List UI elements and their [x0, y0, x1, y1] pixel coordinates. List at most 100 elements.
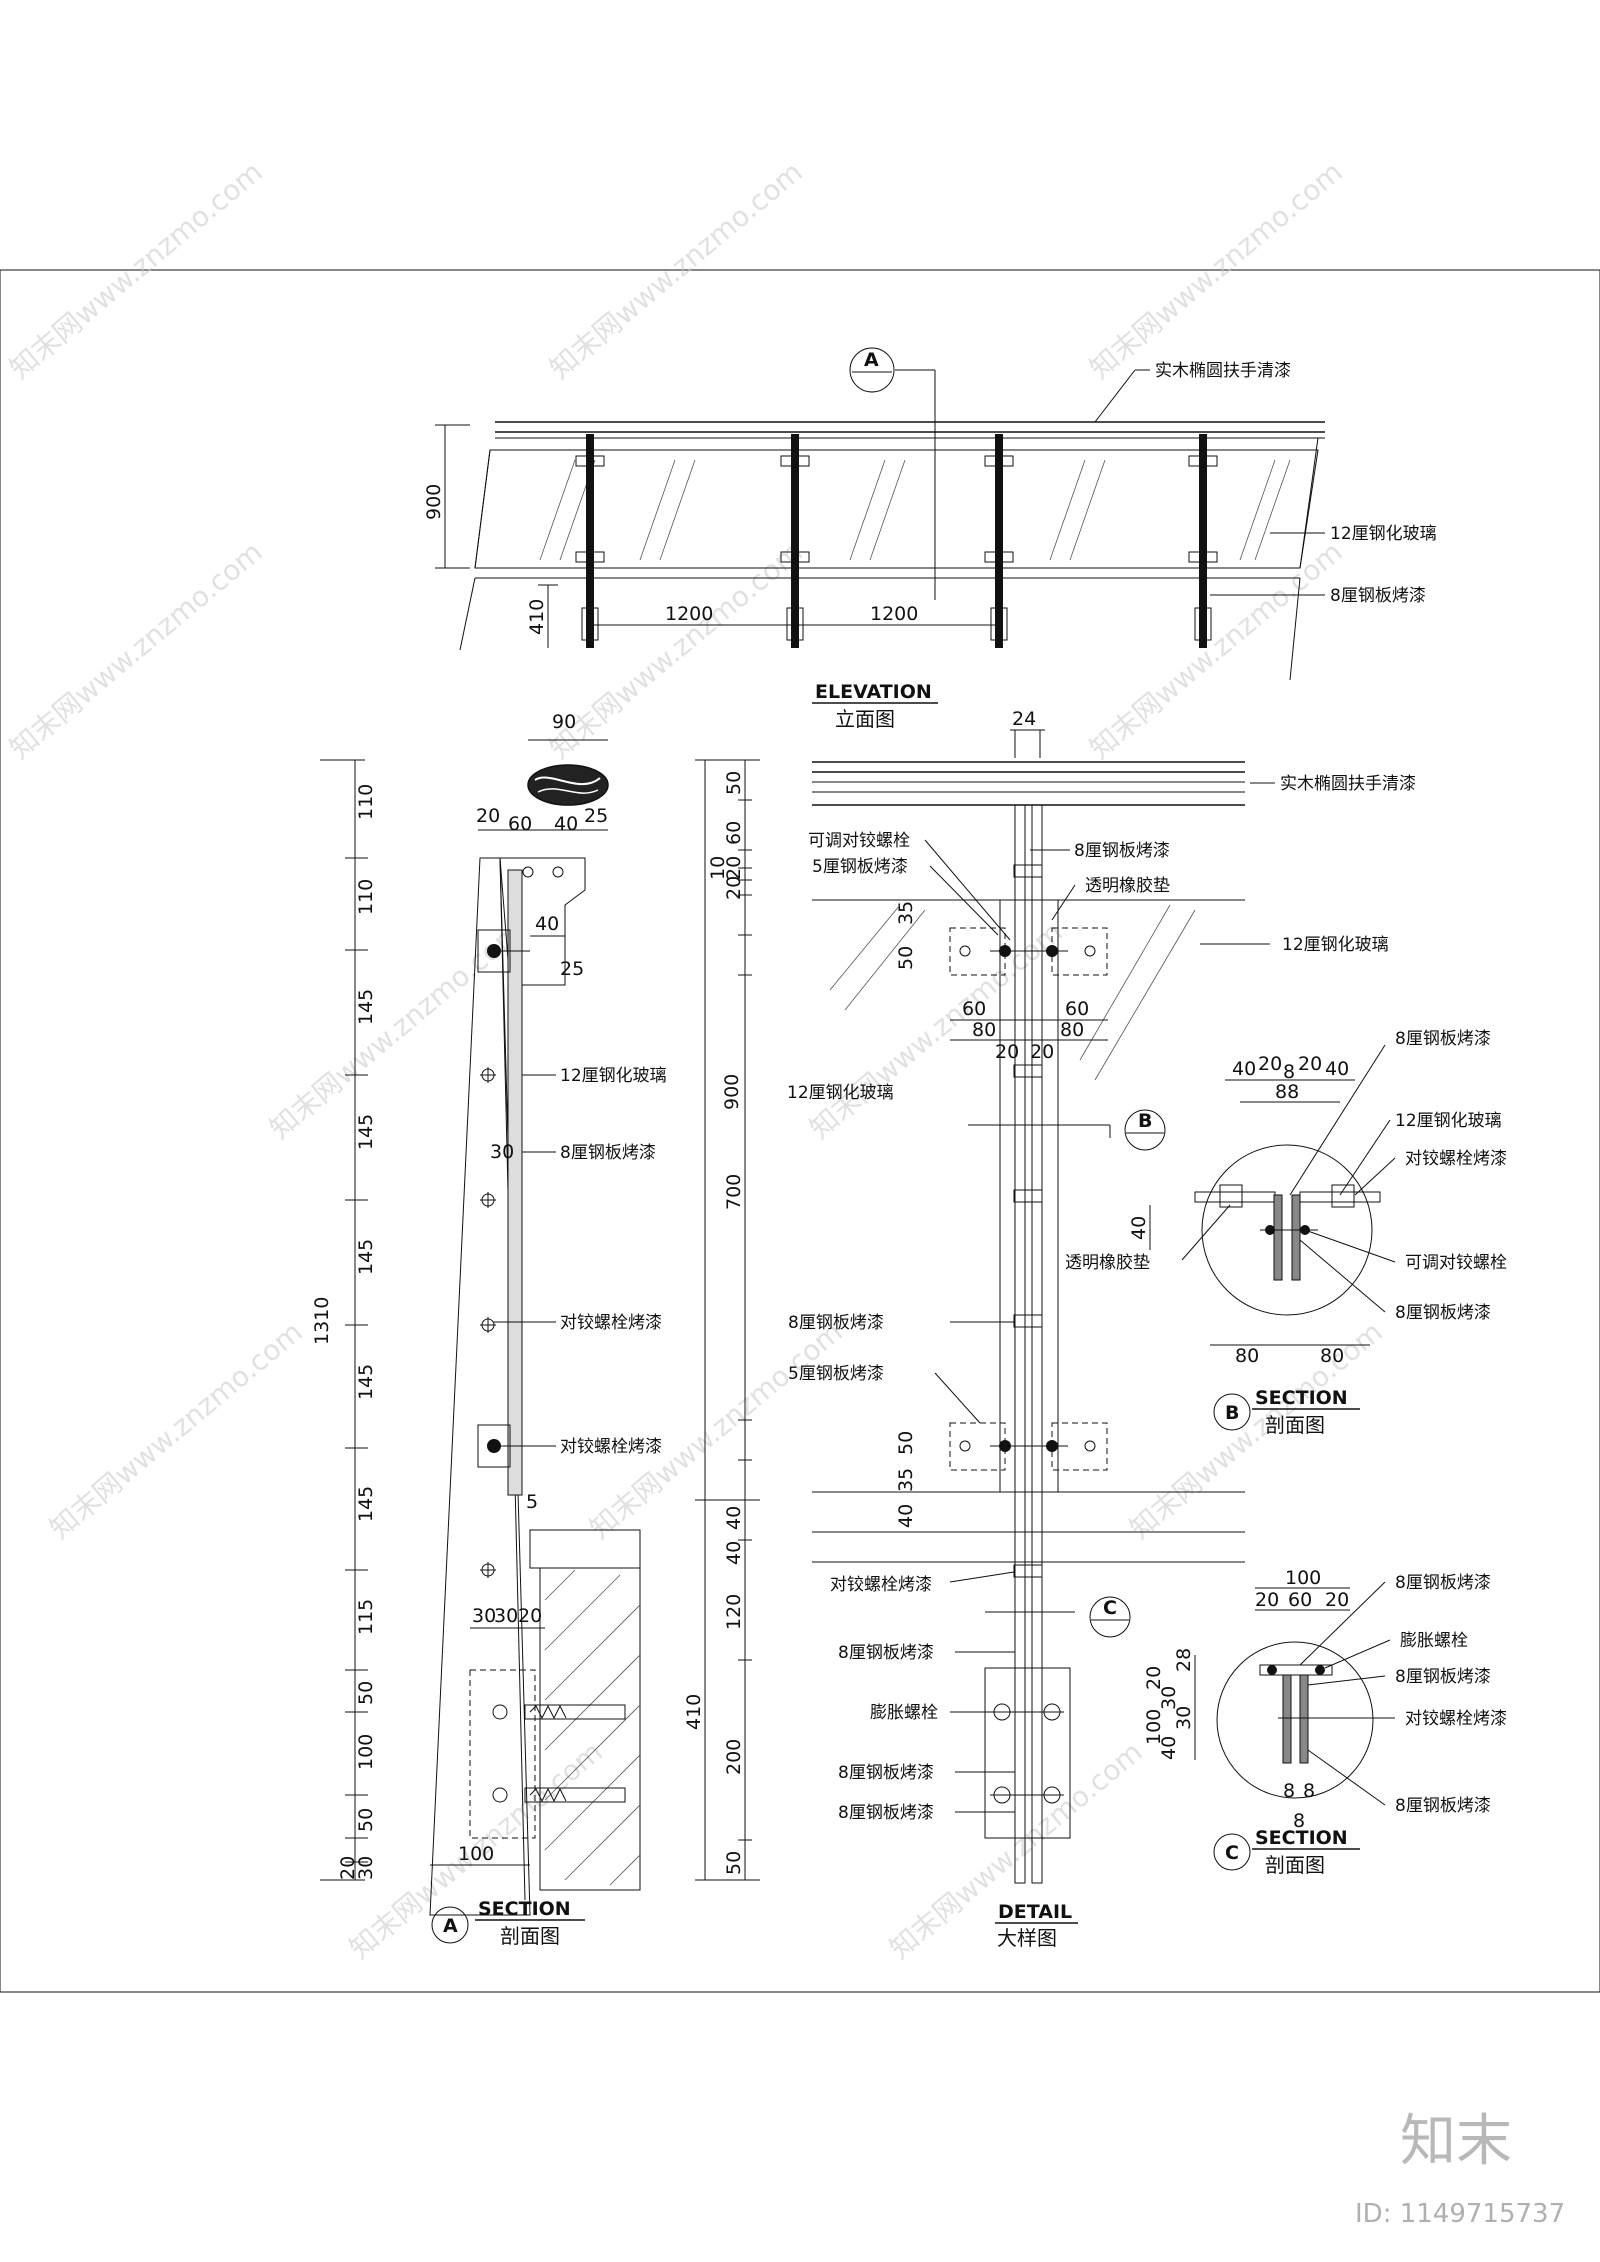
dim-upper: 40: [895, 1504, 917, 1528]
label-glass-left: 12厘钢化玻璃: [787, 1083, 894, 1103]
dim-c-left: 30: [1158, 1686, 1180, 1710]
dim-c-left: 28: [1173, 1648, 1195, 1672]
elevation-title-en: ELEVATION: [815, 681, 932, 703]
elevation-title-zh: 立面图: [835, 707, 895, 731]
label-b-adj-bolt: 可调对铰螺栓: [1405, 1253, 1507, 1273]
dim-upper: 50: [895, 946, 917, 970]
section-a-marker: [431, 1906, 469, 1944]
section-c-marker-letter: C: [1225, 1842, 1239, 1864]
label-expansion: 膨胀螺栓: [870, 1703, 938, 1723]
dim-upper: 40: [723, 1506, 745, 1530]
post: [780, 434, 810, 648]
dim-vertical: 145: [355, 989, 377, 1025]
dim-100: 100: [458, 1843, 494, 1865]
dim-c-top-row: 20: [1325, 1589, 1349, 1611]
section-b-marker-letter: B: [1225, 1402, 1239, 1424]
dim-vertical: 110: [355, 784, 377, 820]
section-c-circle: [1216, 1641, 1374, 1799]
marker-b-letter: B: [1138, 1110, 1152, 1132]
dim-b-top: 20: [1298, 1053, 1322, 1075]
dim-c-left: 20: [1143, 1666, 1165, 1690]
dim-upper: 40: [723, 1541, 745, 1565]
watermark-text: 知末网www.znzmo.com: [583, 1315, 848, 1545]
label-steel: 8厘钢板烤漆: [1330, 586, 1426, 606]
label-b-bolt: 对铰螺栓烤漆: [1405, 1149, 1507, 1169]
label-steel5-top: 5厘钢板烤漆: [812, 857, 908, 877]
dim-upper: 60: [723, 821, 745, 845]
section-a-title-zh: 剖面图: [500, 1924, 560, 1948]
dim-lower: 200: [723, 1739, 745, 1775]
dim-c-bottom: 8: [1303, 1780, 1315, 1802]
dim-24: 24: [1012, 708, 1036, 730]
dim-b-top: 40: [1232, 1058, 1256, 1080]
dim-vertical: 145: [355, 1364, 377, 1400]
label-c-bolt: 对铰螺栓烤漆: [1405, 1709, 1507, 1729]
image-id: ID: 1149715737: [1355, 2199, 1565, 2229]
dim-vertical: 20: [337, 1856, 359, 1880]
dim-b-bottom: 80: [1320, 1345, 1344, 1367]
label-rubber: 透明橡胶垫: [1085, 876, 1170, 896]
label-c-expansion: 膨胀螺栓: [1400, 1631, 1468, 1651]
dim-lower: 120: [723, 1594, 745, 1630]
label-handrail: 实木椭圆扶手清漆: [1155, 361, 1291, 381]
section-b-view: 40 20 8 20 40 88 40 80 80 8厘钢板烤漆 12厘钢化玻璃…: [1065, 1029, 1507, 1437]
post: [984, 434, 1014, 648]
dim-1200-b: 1200: [870, 603, 918, 625]
dim-top-row: 40: [554, 813, 578, 835]
dim-upper: 20: [723, 876, 745, 900]
section-c-marker: [1213, 1833, 1251, 1871]
label-handrail: 实木椭圆扶手清漆: [1280, 774, 1416, 794]
dim-b-top: 8: [1283, 1061, 1295, 1083]
dim-upper: 50: [895, 1431, 917, 1455]
section-b-circle: [1201, 1144, 1373, 1316]
dim-vertical: 30: [355, 1856, 377, 1880]
dim-vertical: 145: [355, 1114, 377, 1150]
watermark-text: 知末网www.znzmo.com: [803, 915, 1068, 1145]
dim-top-row: 20: [476, 805, 500, 827]
dim-c-left: 100: [1143, 1709, 1165, 1745]
post: [1188, 434, 1218, 648]
dim-clamp: 60: [962, 998, 986, 1020]
label-bolt-2: 对铰螺栓烤漆: [560, 1437, 662, 1457]
dim-vertical: 115: [355, 1599, 377, 1635]
base-plate: [984, 1667, 1071, 1839]
label-c-steel-3: 8厘钢板烤漆: [1395, 1796, 1491, 1816]
callout-letter: A: [864, 349, 879, 371]
branding: 知末 ID: 1149715737: [1355, 2109, 1565, 2229]
label-steel-b1: 8厘钢板烤漆: [838, 1763, 934, 1783]
brand-logo: 知末: [1400, 2109, 1512, 2174]
dim-c-top-row: 20: [1255, 1589, 1279, 1611]
section-c-view: 100 20 60 20 20 28 30 30 100 40 8 8 8 8厘…: [1143, 1567, 1507, 1877]
sheet-border: [0, 269, 1600, 1993]
detail-title-zh: 大样图: [997, 1926, 1057, 1950]
watermark-text: 知末网www.znzmo.com: [1083, 535, 1348, 765]
dim-upper: 50: [723, 771, 745, 795]
dim-b-40: 40: [1128, 1216, 1150, 1240]
dim-c-left: 40: [1158, 1736, 1180, 1760]
dim-1200-a: 1200: [665, 603, 713, 625]
section-a-view: 1310 110 110 145 145 145 145 145 115 50 …: [311, 711, 667, 1948]
label-bolt-1: 对铰螺栓烤漆: [560, 1313, 662, 1333]
section-c-title-zh: 剖面图: [1265, 1853, 1325, 1877]
label-steel: 8厘钢板烤漆: [560, 1143, 656, 1163]
label-c-steel-1: 8厘钢板烤漆: [1395, 1573, 1491, 1593]
concrete-base: [539, 1567, 641, 1891]
label-adj-bolt: 可调对铰螺栓: [808, 831, 910, 851]
section-b-title-zh: 剖面图: [1265, 1413, 1325, 1437]
dim-vertical: 50: [355, 1808, 377, 1832]
dim-5: 5: [526, 1491, 538, 1513]
section-b-marker: [1213, 1393, 1251, 1431]
section-a-marker-letter: A: [443, 1915, 458, 1937]
watermark-text: 知末网www.znzmo.com: [543, 535, 808, 765]
marker-c-letter: C: [1103, 1597, 1117, 1619]
label-steel-lower: 8厘钢板烤漆: [838, 1643, 934, 1663]
dim-upper: 35: [895, 1468, 917, 1492]
watermark-text: 知末网www.znzmo.com: [43, 1315, 308, 1545]
post-plate: [1031, 804, 1043, 1884]
dim-900: 900: [423, 484, 445, 520]
dim-b-top: 20: [1258, 1053, 1282, 1075]
dim-upper: 20: [723, 856, 745, 880]
dim-b-top: 40: [1325, 1058, 1349, 1080]
dim-c-8: 8: [1293, 1810, 1305, 1832]
